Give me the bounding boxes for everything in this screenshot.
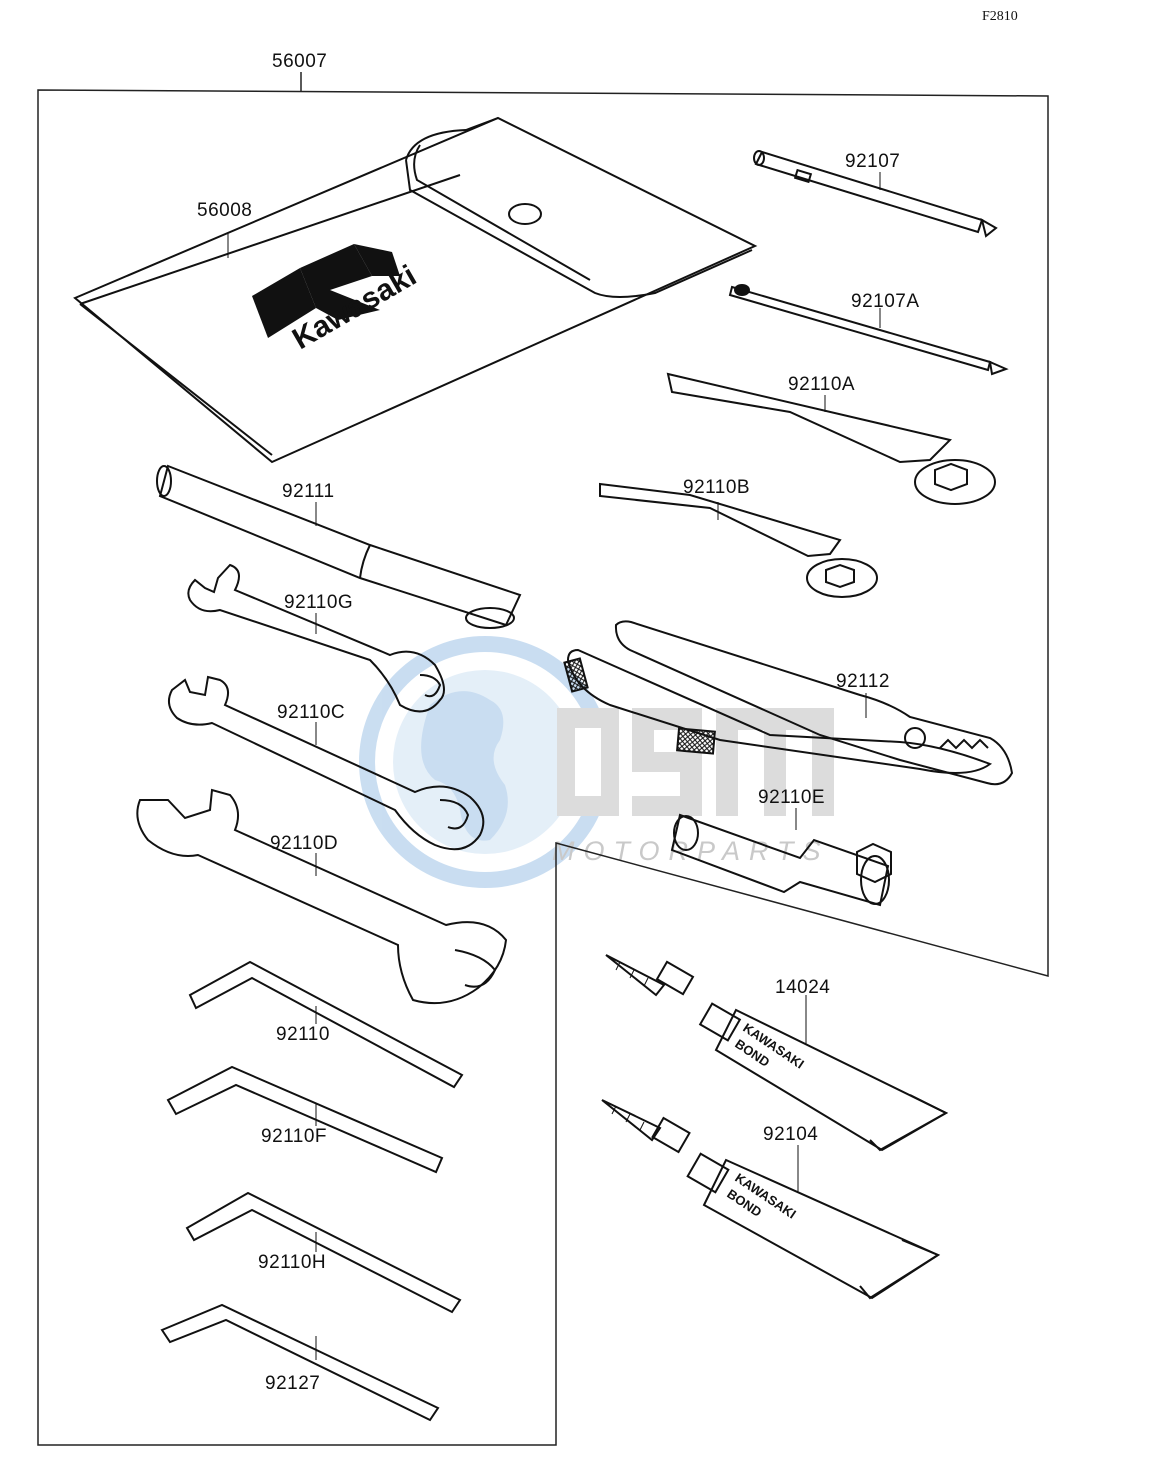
- plug-socket-92110e: [670, 808, 892, 907]
- tool-pouch: [73, 116, 758, 464]
- label-92110: 92110: [276, 1024, 330, 1045]
- label-92127: 92127: [265, 1373, 321, 1394]
- label-92107a: 92107A: [851, 291, 920, 312]
- hex-key-92110: [188, 960, 464, 1089]
- bond-tube-14024: [605, 954, 949, 1152]
- screwdriver-92107a: [728, 284, 1009, 376]
- open-wrench-92110c: [167, 675, 485, 851]
- label-92110d: 92110D: [270, 833, 339, 854]
- label-92104: 92104: [763, 1124, 819, 1145]
- label-92107: 92107: [845, 151, 901, 172]
- label-92110f: 92110F: [261, 1126, 328, 1147]
- label-14024: 14024: [775, 977, 831, 998]
- label-92110b: 92110B: [683, 477, 751, 498]
- label-92112: 92112: [836, 671, 890, 692]
- label-56007: 56007: [272, 51, 328, 72]
- open-wrench-92110d: [136, 788, 508, 1005]
- label-92110e: 92110E: [758, 787, 826, 808]
- pliers-92112: [563, 620, 1014, 786]
- screwdriver-92107: [753, 150, 998, 238]
- open-wrench-92110g: [187, 563, 445, 713]
- ring-wrench-92110b: [599, 482, 878, 598]
- kawasaki-logo-mark: Kawasaki: [252, 244, 422, 356]
- label-92110h: 92110H: [258, 1252, 327, 1273]
- hex-key-92127: [160, 1303, 440, 1422]
- figure-id: F2810: [982, 9, 1018, 24]
- extension-bar-92111: [156, 464, 522, 629]
- label-56008: 56008: [197, 200, 253, 221]
- kit-outline: [37, 72, 1049, 1446]
- label-92110c: 92110C: [277, 702, 346, 723]
- ring-wrench-92110a: [666, 372, 996, 505]
- label-92110g: 92110G: [284, 592, 354, 613]
- bond-tube-92104: [601, 1099, 941, 1300]
- watermark-subtext: MOTORPARTS: [552, 836, 830, 866]
- label-92111: 92111: [282, 481, 335, 502]
- hex-key-92110h: [185, 1191, 462, 1314]
- hex-key-92110f: [166, 1065, 444, 1174]
- label-92110a: 92110A: [788, 374, 856, 395]
